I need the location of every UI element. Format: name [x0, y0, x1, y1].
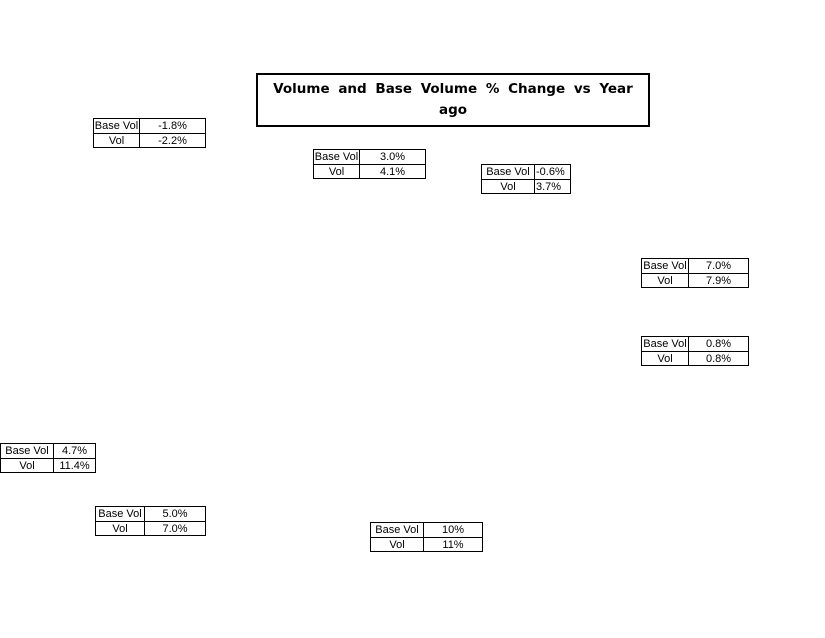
data-label-table-5[interactable]: Base Vol 0.8% Vol 0.8% [641, 336, 749, 366]
base-vol-value: 7.0% [688, 259, 748, 273]
base-vol-label: Base Vol [314, 151, 359, 163]
data-label-table-1[interactable]: Base Vol -1.8% Vol -2.2% [93, 118, 206, 148]
vol-value: 4.1% [359, 164, 425, 178]
base-vol-label: Base Vol [643, 260, 687, 272]
data-label-table-6[interactable]: Base Vol 4.7% Vol 11.4% [0, 443, 96, 473]
data-label-table-2[interactable]: Base Vol 3.0% Vol 4.1% [313, 149, 426, 179]
vol-label: Vol [94, 133, 139, 147]
base-vol-label: Base Vol [375, 524, 419, 536]
base-vol-label: Base Vol [94, 120, 139, 132]
vol-value: 11.4% [53, 458, 95, 472]
vol-label: Vol [96, 521, 144, 535]
data-label-table-7[interactable]: Base Vol 5.0% Vol 7.0% [95, 506, 206, 536]
base-vol-value: -1.8% [139, 119, 205, 133]
vol-value: -2.2% [139, 133, 205, 147]
base-vol-value: -0.6% [534, 165, 570, 179]
base-vol-label: Base Vol [643, 338, 687, 350]
base-vol-label: Base Vol [98, 508, 142, 520]
base-vol-value: 10% [423, 523, 482, 537]
base-vol-label: Base Vol [5, 445, 49, 457]
vol-value: 7.9% [688, 273, 748, 287]
chart-title-line2: ago [438, 102, 468, 118]
vol-value: 0.8% [688, 351, 748, 365]
data-label-table-4[interactable]: Base Vol 7.0% Vol 7.9% [641, 258, 749, 288]
chart-title[interactable]: Volume and Base Volume % Change vs Year … [256, 73, 650, 127]
base-vol-value: 3.0% [359, 150, 425, 164]
chart-title-line1: Volume and Base Volume % Change vs Year [273, 81, 633, 97]
base-vol-value: 4.7% [53, 444, 95, 458]
vol-label: Vol [482, 179, 534, 193]
data-label-table-8[interactable]: Base Vol 10% Vol 11% [370, 522, 483, 552]
vol-label: Vol [642, 351, 688, 365]
vol-value: 3.7% [534, 179, 570, 193]
data-label-table-3[interactable]: Base Vol -0.6% Vol 3.7% [481, 164, 571, 194]
vol-label: Vol [1, 458, 53, 472]
vol-value: 7.0% [144, 521, 205, 535]
vol-label: Vol [642, 273, 688, 287]
base-vol-value: 5.0% [144, 507, 205, 521]
base-vol-value: 0.8% [688, 337, 748, 351]
vol-label: Vol [314, 164, 359, 178]
vol-label: Vol [371, 537, 423, 551]
vol-value: 11% [423, 537, 482, 551]
base-vol-label: Base Vol [486, 166, 530, 178]
